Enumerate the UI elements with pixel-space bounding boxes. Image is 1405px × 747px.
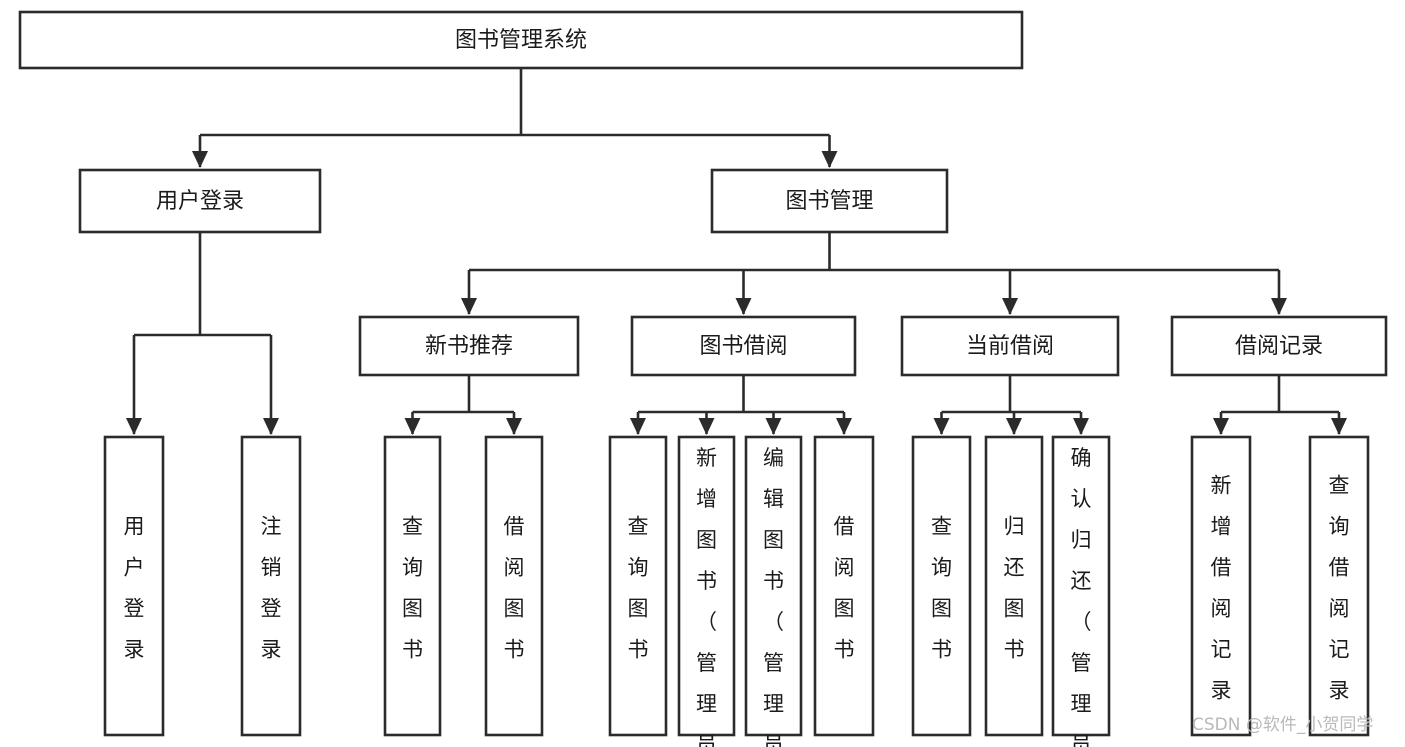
level3-node-box <box>1170 315 1388 377</box>
leaf-node-leaf-logout[interactable]: 注销登录 <box>240 435 302 737</box>
arrow-head-icon <box>1271 298 1287 315</box>
arrow-head-icon <box>933 418 950 435</box>
leaf-box <box>608 435 668 737</box>
leaf-node-leaf-edit-book[interactable]: 编辑图书（管理员） <box>744 435 803 747</box>
leaf-box <box>240 435 302 737</box>
leaf-node-leaf-query-record[interactable]: 查询借阅记录 <box>1308 435 1370 737</box>
level3-node-current-borrow[interactable]: 当前借阅 <box>900 315 1120 377</box>
level3-node-box <box>630 315 857 377</box>
arrow-head-icon <box>1213 418 1229 435</box>
leaf-node-leaf-return-book[interactable]: 归还图书 <box>984 435 1044 737</box>
arrow-head-icon <box>1073 418 1089 435</box>
leaf-box <box>984 435 1044 737</box>
leaf-box <box>911 435 972 737</box>
level2-node-label: 图书管理 <box>785 189 873 214</box>
level3-node-label: 新书推荐 <box>425 334 513 359</box>
arrow-head-icon <box>126 418 142 435</box>
leaf-node-leaf-query-book-3[interactable]: 查询图书 <box>911 435 972 737</box>
leaf-label: 新增借阅记录 <box>1211 474 1232 703</box>
node-layer: 图书管理系统用户登录图书管理新书推荐图书借阅当前借阅借阅记录用户登录注销登录查询… <box>18 10 1388 747</box>
leaf-node-leaf-add-record[interactable]: 新增借阅记录 <box>1190 435 1252 737</box>
arrow-head-icon <box>735 298 752 315</box>
leaf-label: 用户登录 <box>124 515 145 662</box>
leaf-label: 查询借阅记录 <box>1329 474 1350 703</box>
level2-node-user-login[interactable]: 用户登录 <box>78 168 322 234</box>
leaf-node-leaf-borrow-book-1[interactable]: 借阅图书 <box>484 435 544 737</box>
arrow-head-icon <box>192 151 208 168</box>
leaf-label: 查询图书 <box>402 515 423 662</box>
leaf-box <box>744 435 803 737</box>
arrow-head-icon <box>1002 298 1018 315</box>
level3-node-box <box>900 315 1120 377</box>
leaf-box <box>1051 435 1111 737</box>
level3-node-new-book-recommend[interactable]: 新书推荐 <box>358 315 580 377</box>
arrow-head-icon <box>263 418 279 435</box>
level3-node-label: 当前借阅 <box>966 334 1054 359</box>
leaf-box <box>383 435 442 737</box>
arrow-head-icon <box>836 418 852 435</box>
level2-node-box <box>78 168 322 234</box>
title-node-box <box>18 10 1024 70</box>
leaf-label: 归还图书 <box>1004 515 1025 662</box>
arrow-head-icon <box>765 418 782 435</box>
level3-node-book-borrow[interactable]: 图书借阅 <box>630 315 857 377</box>
leaf-node-leaf-user-login[interactable]: 用户登录 <box>103 435 165 737</box>
leaf-box <box>813 435 875 737</box>
leaf-box <box>677 435 736 737</box>
leaf-node-leaf-borrow-book-2[interactable]: 借阅图书 <box>813 435 875 737</box>
leaf-node-leaf-query-book-2[interactable]: 查询图书 <box>608 435 668 737</box>
arrow-head-icon <box>461 298 477 315</box>
leaf-box <box>103 435 165 737</box>
title-node-title[interactable]: 图书管理系统 <box>18 10 1024 70</box>
level3-node-box <box>358 315 580 377</box>
leaf-node-leaf-add-book[interactable]: 新增图书（管理员） <box>677 435 736 747</box>
arrow-head-icon <box>698 418 715 435</box>
leaf-label: 查询图书 <box>931 515 952 662</box>
leaf-label: 确认归还（管理员） <box>1071 446 1092 747</box>
level2-node-book-manage[interactable]: 图书管理 <box>710 168 949 234</box>
arrow-head-icon <box>1006 418 1022 435</box>
level3-node-borrow-record[interactable]: 借阅记录 <box>1170 315 1388 377</box>
title-node-label: 图书管理系统 <box>455 28 587 53</box>
leaf-box <box>1190 435 1252 737</box>
leaf-box <box>1308 435 1370 737</box>
level2-node-label: 用户登录 <box>156 189 244 214</box>
level3-node-label: 借阅记录 <box>1235 334 1323 359</box>
arrow-head-icon <box>821 151 838 168</box>
leaf-label: 借阅图书 <box>504 515 525 662</box>
leaf-node-leaf-query-book-1[interactable]: 查询图书 <box>383 435 442 737</box>
leaf-node-leaf-confirm-return[interactable]: 确认归还（管理员） <box>1051 435 1111 747</box>
arrow-head-icon <box>506 418 522 435</box>
leaf-label: 借阅图书 <box>834 515 855 662</box>
arrow-head-icon <box>1331 418 1347 435</box>
csdn-watermark: CSDN @软件_小贺同学 <box>1192 715 1373 735</box>
leaf-label: 注销登录 <box>261 515 282 662</box>
leaf-label: 编辑图书（管理员） <box>763 446 784 747</box>
arrow-head-icon <box>630 418 646 435</box>
arrow-head-icon <box>404 418 421 435</box>
level3-node-label: 图书借阅 <box>699 334 787 359</box>
leaf-box <box>484 435 544 737</box>
leaf-label: 新增图书（管理员） <box>696 446 717 747</box>
level2-node-box <box>710 168 949 234</box>
leaf-label: 查询图书 <box>628 515 649 662</box>
connector-layer <box>126 68 1347 435</box>
